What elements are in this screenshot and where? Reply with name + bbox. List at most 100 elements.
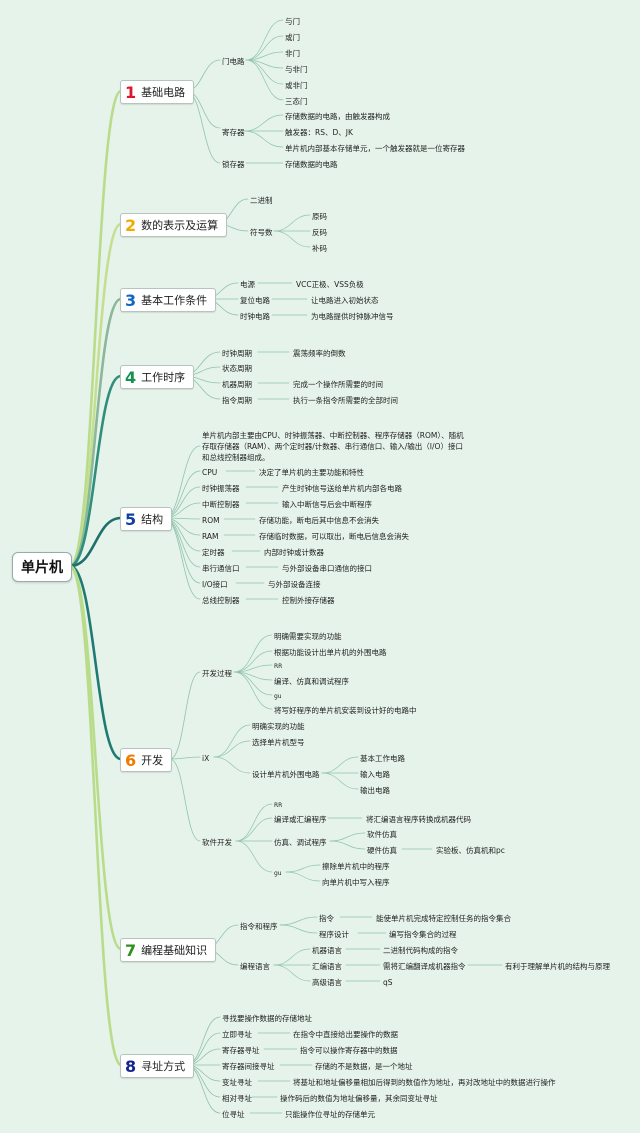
leaf-lang[interactable]: 需将汇编翻译成机器指令 — [383, 962, 466, 971]
leaf-process[interactable]: 明确需要实现的功能 — [274, 632, 342, 641]
node-instr[interactable]: 指令 — [319, 914, 334, 923]
node-timing[interactable]: 指令周期 — [222, 396, 252, 405]
leaf-register[interactable]: 触发器：RS、D、JK — [285, 128, 353, 137]
node-addr[interactable]: 位寻址 — [222, 1110, 245, 1119]
leaf-structure[interactable]: 产生时钟信号送给单片机内部各电路 — [282, 484, 402, 493]
node-timing[interactable]: 状态周期 — [222, 364, 252, 373]
leaf-hw[interactable]: 明确实现的功能 — [252, 722, 305, 731]
leaf-register[interactable]: 单片机内部基本存储单元，一个触发器就是一位寄存器 — [285, 144, 465, 153]
node-structure[interactable]: ROM — [202, 516, 220, 525]
node-clock[interactable]: 时钟电路 — [240, 312, 270, 321]
node-structure[interactable]: 中断控制器 — [202, 500, 240, 509]
node-lang-item[interactable]: 高级语言 — [312, 978, 342, 987]
node-register[interactable]: 寄存器 — [222, 128, 245, 137]
node-addr[interactable]: 变址寻址 — [222, 1078, 252, 1087]
leaf-timing[interactable]: 完成一个操作所需要的时间 — [293, 380, 383, 389]
node-lang-item[interactable]: 机器语言 — [312, 946, 342, 955]
leaf-sim[interactable]: 软件仿真 — [367, 830, 397, 839]
leaf-gate[interactable]: 或门 — [285, 33, 300, 42]
leaf-structure[interactable]: 与外部设备连接 — [268, 580, 321, 589]
leaf-circuit[interactable]: 输出电路 — [360, 786, 390, 795]
leaf-structure[interactable]: 与外部设备串口通信的接口 — [282, 564, 372, 573]
leaf-circuit[interactable]: 输入电路 — [360, 770, 390, 779]
leaf-latch[interactable]: 存储数据的电路 — [285, 160, 338, 169]
leaf-code[interactable]: 原码 — [312, 212, 327, 221]
node-periph[interactable]: 设计单片机外围电路 — [252, 770, 320, 779]
leaf-gate[interactable]: 非门 — [285, 49, 300, 58]
leaf-sw[interactable]: RR — [274, 802, 283, 809]
leaf-register[interactable]: 存储数据的电路，由触发器构成 — [285, 112, 390, 121]
leaf-asm-note[interactable]: 有利于理解单片机的结构与原理 — [505, 962, 610, 971]
node-addr[interactable]: 相对寻址 — [222, 1094, 252, 1103]
leaf-addr[interactable]: 在指令中直接给出要操作的数据 — [293, 1030, 398, 1039]
node-structure[interactable]: 总线控制器 — [202, 596, 240, 605]
node-gate[interactable]: 门电路 — [222, 57, 245, 66]
leaf-code[interactable]: 补码 — [312, 244, 327, 253]
leaf-addr[interactable]: 只能操作位寻址的存储单元 — [285, 1110, 375, 1119]
node-hw-sim[interactable]: 硬件仿真 — [367, 846, 397, 855]
node-debug[interactable]: 仿真、调试程序 — [274, 838, 327, 847]
leaf-clock[interactable]: 为电路提供时钟脉冲信号 — [311, 312, 394, 321]
node-structure[interactable]: RAM — [202, 532, 219, 541]
leaf-instr[interactable]: 能使单片机完成特定控制任务的指令集合 — [376, 914, 511, 923]
leaf-prog[interactable]: 编写指令集合的过程 — [389, 930, 457, 939]
node-timing[interactable]: 时钟周期 — [222, 349, 252, 358]
leaf-gate[interactable]: 与非门 — [285, 65, 308, 74]
leaf-addr[interactable]: 指令可以操作寄存器中的数据 — [300, 1046, 398, 1055]
node-reset[interactable]: 复位电路 — [240, 296, 270, 305]
leaf-gate[interactable]: 或非门 — [285, 81, 308, 90]
node-timing[interactable]: 机器周期 — [222, 380, 252, 389]
node-latch[interactable]: 锁存器 — [222, 160, 245, 169]
node-structure[interactable]: I/O接口 — [202, 580, 228, 589]
leaf-process[interactable]: 根据功能设计出单片机的外围电路 — [274, 648, 387, 657]
leaf-gate[interactable]: 与门 — [285, 17, 300, 26]
node-binary[interactable]: 二进制 — [250, 196, 273, 205]
leaf-process[interactable]: 将写好程序的单片机安装到设计好的电路中 — [274, 706, 417, 715]
leaf-process[interactable]: RR — [274, 663, 283, 670]
leaf-gate[interactable]: 三态门 — [285, 97, 308, 106]
leaf-compile[interactable]: 将汇编语言程序转换成机器代码 — [366, 815, 471, 824]
leaf-code[interactable]: 反码 — [312, 228, 327, 237]
leaf-burn[interactable]: 向单片机中写入程序 — [322, 878, 390, 887]
node-dev-process[interactable]: 开发过程 — [202, 669, 232, 678]
leaf-addr[interactable]: 存储的不是数据，是一个地址 — [315, 1062, 413, 1071]
node-hw-dev[interactable]: iX — [202, 754, 210, 763]
leaf-power[interactable]: VCC正极、VSS负极 — [296, 280, 364, 289]
node-power[interactable]: 电源 — [240, 280, 255, 289]
leaf-addr[interactable]: 操作码后的数值为地址偏移量，其余同变址寻址 — [280, 1094, 438, 1103]
node-structure[interactable]: 串行通信口 — [202, 564, 240, 573]
leaf-structure[interactable]: 决定了单片机的主要功能和特性 — [259, 468, 364, 477]
node-compile[interactable]: 编译或汇编程序 — [274, 815, 327, 824]
leaf-structure[interactable]: 存储功能，断电后其中信息不会消失 — [259, 516, 379, 525]
leaf-lang[interactable]: qS — [383, 978, 393, 987]
leaf-timing[interactable]: 执行一条指令所需要的全部时间 — [293, 396, 398, 405]
node-addr[interactable]: 寄存器间接寻址 — [222, 1062, 275, 1071]
leaf-timing[interactable]: 震荡频率的倒数 — [293, 349, 346, 358]
leaf-burn[interactable]: 擦除单片机中的程序 — [322, 862, 390, 871]
node-structure[interactable]: CPU — [202, 468, 218, 477]
addressing-intro[interactable]: 寻找要操作数据的存储地址 — [222, 1014, 312, 1023]
node-sw-dev[interactable]: 软件开发 — [202, 838, 232, 847]
leaf-structure[interactable]: 存储临时数据，可以取出，断电后信息会消失 — [259, 532, 409, 541]
node-addr[interactable]: 寄存器寻址 — [222, 1046, 260, 1055]
leaf-process[interactable]: 编译、仿真和调试程序 — [274, 677, 349, 686]
node-structure[interactable]: 定时器 — [202, 548, 225, 557]
node-signed[interactable]: 符号数 — [250, 228, 273, 237]
leaf-hw[interactable]: 选择单片机型号 — [252, 738, 305, 747]
leaf-hw-sim[interactable]: 实验板、仿真机和pc — [436, 846, 505, 855]
leaf-structure[interactable]: 输入中断信号后会中断程序 — [282, 500, 372, 509]
leaf-addr[interactable]: 将基址和地址偏移量相加后得到的数值作为地址，再对改地址中的数据进行操作 — [293, 1078, 556, 1087]
node-burn[interactable]: gu — [274, 870, 282, 877]
node-structure[interactable]: 时钟振荡器 — [202, 484, 240, 493]
node-instr-prog[interactable]: 指令和程序 — [240, 922, 278, 931]
leaf-process[interactable]: gu — [274, 693, 282, 700]
root-node[interactable]: 单片机 — [12, 552, 72, 582]
leaf-lang[interactable]: 二进制代码构成的指令 — [383, 946, 458, 955]
